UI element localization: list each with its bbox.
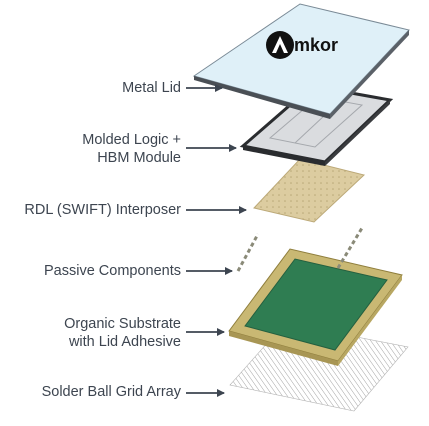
- metal-lid: [192, 3, 410, 119]
- amkor-logo: mkor: [266, 31, 338, 59]
- label-rdl-interposer: RDL (SWIFT) Interposer: [24, 202, 181, 218]
- logic-hbm-module: [239, 84, 394, 166]
- label-organic-substrate: Organic Substrate with Lid Adhesive: [64, 316, 181, 350]
- label-arrows: [186, 84, 247, 397]
- label-solder-ball-grid-array: Solder Ball Grid Array: [41, 384, 181, 400]
- label-logic-hbm-module: Molded Logic + HBM Module: [82, 132, 181, 166]
- logo-text: mkor: [294, 35, 338, 55]
- rdl-interposer: [253, 158, 366, 223]
- passive-components: [236, 227, 364, 272]
- label-metal-lid: Metal Lid: [122, 80, 181, 96]
- organic-substrate: [228, 248, 403, 366]
- label-passive-components: Passive Components: [43, 263, 181, 279]
